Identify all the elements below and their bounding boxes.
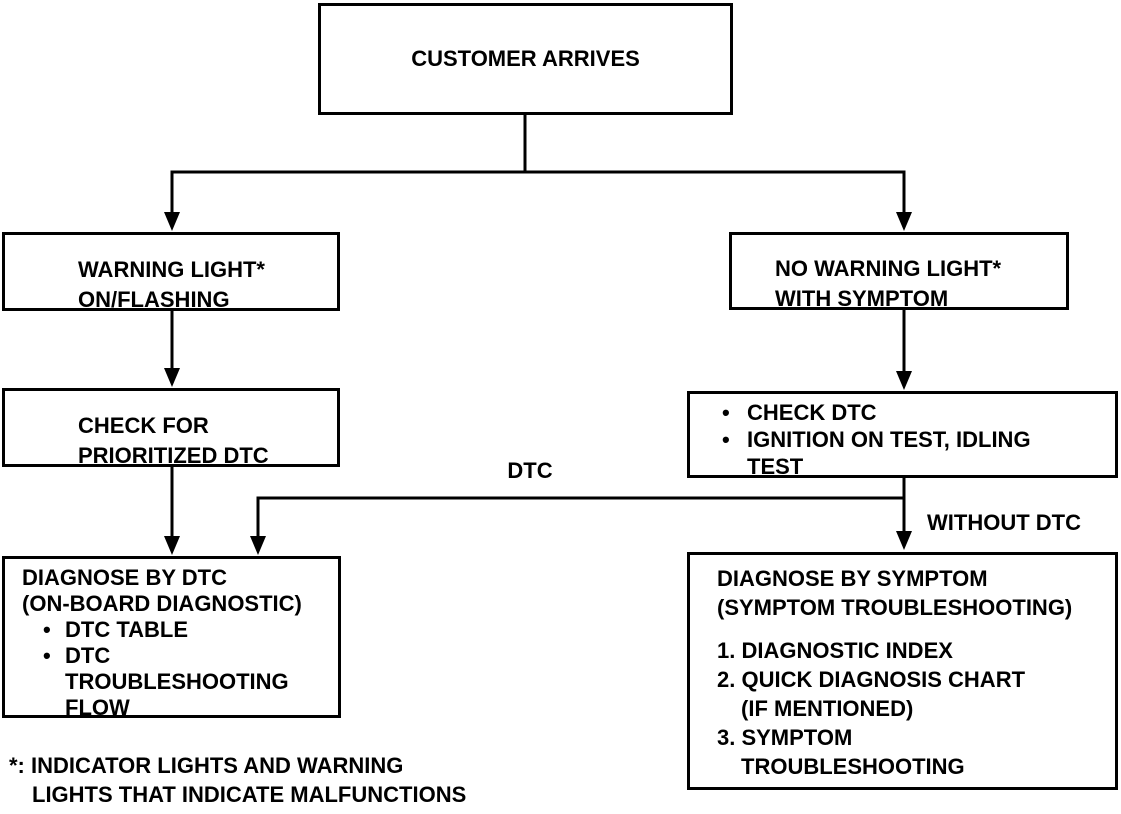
edge-label-without-dtc: WITHOUT DTC — [927, 510, 1081, 535]
node-check-prioritized-line2: PRIORITIZED DTC — [78, 443, 269, 468]
bullet-icon: • — [722, 427, 730, 452]
node-no-warning-light-line2: WITH SYMPTOM — [775, 286, 949, 311]
diagnose-dtc-title-line1: DIAGNOSE BY DTC — [22, 565, 227, 590]
arrowhead-diagnose-symptom — [896, 531, 912, 550]
node-warning-light: WARNING LIGHT* ON/FLASHING — [2, 232, 340, 312]
footnote-line1: *: INDICATOR LIGHTS AND WARNING — [9, 753, 404, 778]
arrowhead-diagnose-dtc-branch — [250, 536, 266, 555]
diagnose-dtc-bullet-1: • DTC TABLE — [43, 617, 189, 642]
node-diagnose-by-dtc: DIAGNOSE BY DTC (ON-BOARD DIAGNOSTIC) • … — [2, 556, 341, 720]
diagnose-symptom-item-2: 2. QUICK DIAGNOSIS CHART (IF MENTIONED) — [717, 667, 1026, 721]
check-dtc-bullet-2: • IGNITION ON TEST, IDLING TEST — [722, 427, 1031, 479]
node-warning-light-line2: ON/FLASHING — [78, 287, 230, 312]
check-dtc-bullet-1: • CHECK DTC — [722, 400, 877, 425]
arrowhead-warning-light — [164, 212, 180, 231]
node-check-prioritized-dtc: CHECK FOR PRIORITIZED DTC — [2, 388, 340, 468]
arrowhead-check-dtc — [896, 371, 912, 390]
node-diagnose-by-symptom: DIAGNOSE BY SYMPTOM (SYMPTOM TROUBLESHOO… — [687, 552, 1118, 790]
node-no-warning-light-line1: NO WARNING LIGHT* — [775, 256, 1002, 281]
arrowhead-check-prioritized — [164, 368, 180, 387]
diagnose-symptom-title-line2: (SYMPTOM TROUBLESHOOTING) — [717, 595, 1073, 620]
bullet-icon: • — [43, 617, 51, 642]
node-no-warning-light: NO WARNING LIGHT* WITH SYMPTOM — [729, 232, 1069, 311]
edge-label-dtc: DTC — [507, 458, 553, 483]
arrowhead-diagnose-dtc-left — [164, 536, 180, 555]
diagnose-symptom-title-line1: DIAGNOSE BY SYMPTOM — [717, 566, 988, 591]
bullet-icon: • — [722, 400, 730, 425]
bullet-icon: • — [43, 643, 51, 668]
node-check-dtc: • CHECK DTC • IGNITION ON TEST, IDLING T… — [687, 391, 1118, 479]
diagnose-symptom-item-3: 3. SYMPTOM TROUBLESHOOTING — [717, 725, 965, 779]
arrowhead-no-warning-light — [896, 212, 912, 231]
diagnose-symptom-item-1: 1. DIAGNOSTIC INDEX — [717, 638, 953, 663]
node-warning-light-line1: WARNING LIGHT* — [78, 257, 265, 282]
diagnose-dtc-title-line2: (ON-BOARD DIAGNOSTIC) — [22, 591, 302, 616]
footnote: *: INDICATOR LIGHTS AND WARNING LIGHTS T… — [9, 751, 466, 809]
diagnose-dtc-bullet-2: • DTC TROUBLESHOOTING FLOW — [43, 643, 289, 720]
node-check-prioritized-line1: CHECK FOR — [78, 413, 209, 438]
node-customer-arrives: CUSTOMER ARRIVES — [318, 3, 733, 115]
footnote-line2: LIGHTS THAT INDICATE MALFUNCTIONS — [32, 782, 467, 807]
node-customer-arrives-label: CUSTOMER ARRIVES — [411, 46, 640, 71]
